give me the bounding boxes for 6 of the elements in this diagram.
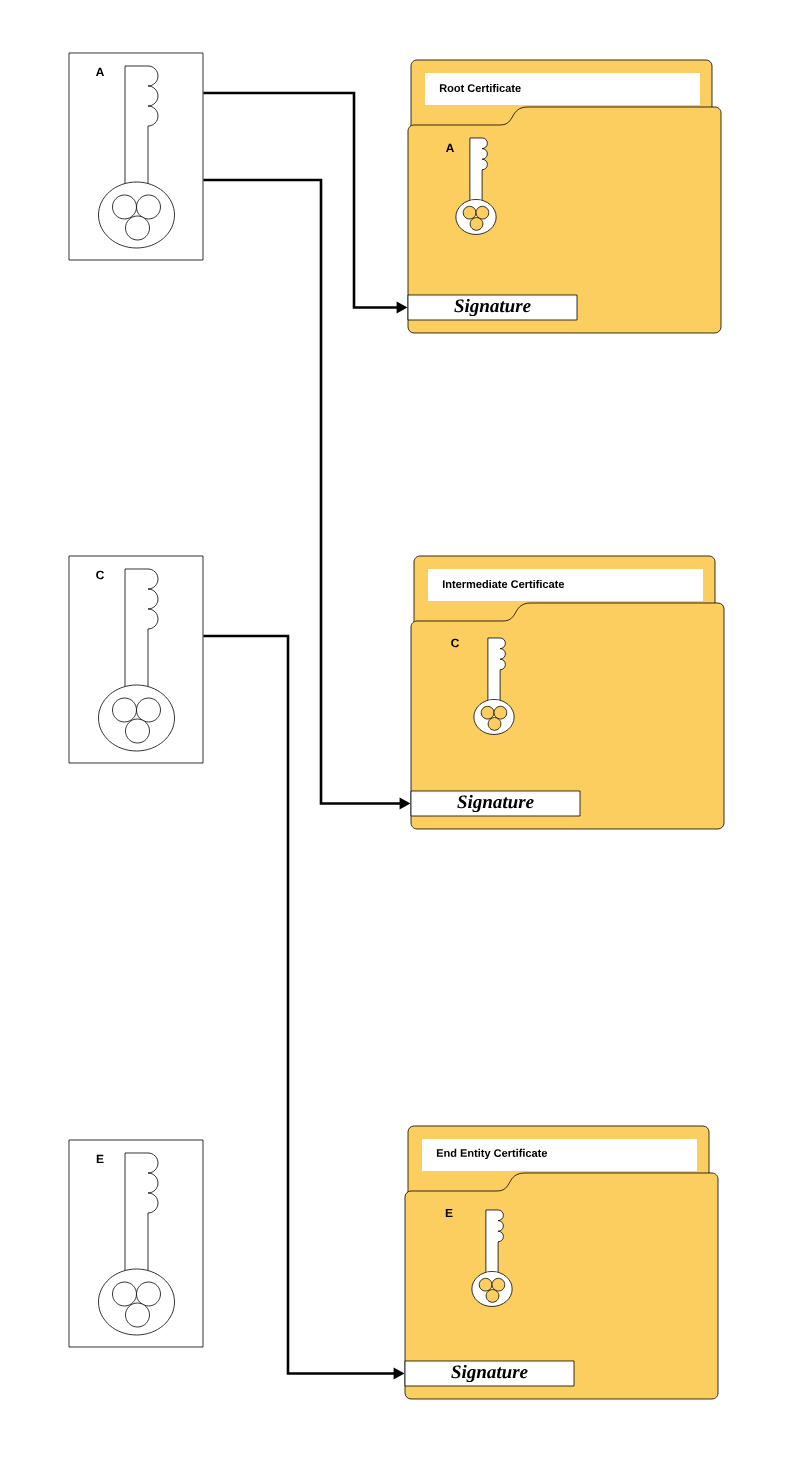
key-letter: E: [96, 1154, 104, 1164]
key-letter: A: [95, 67, 104, 77]
certificate-title: Intermediate Certificate: [442, 579, 565, 589]
certificate-title: Root Certificate: [439, 83, 521, 93]
key-letter: C: [96, 570, 104, 580]
certificate-title: End Entity Certificate: [436, 1148, 548, 1160]
